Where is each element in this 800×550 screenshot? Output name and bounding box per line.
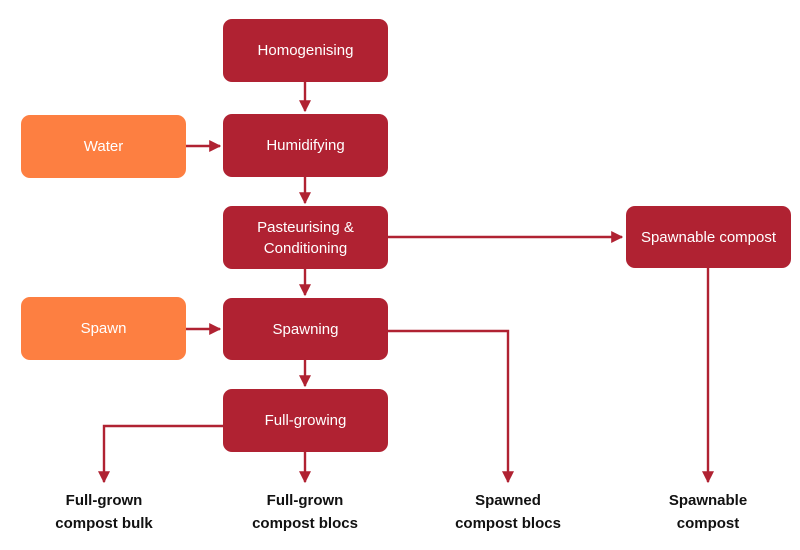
output-blocs-line1: Full-grown	[266, 492, 344, 509]
input-water: Water	[21, 115, 186, 178]
arrow-full-growing-to-bulk	[98, 424, 223, 484]
input-spawn: Spawn	[21, 297, 186, 360]
output-blocs-line2: compost blocs	[252, 515, 358, 532]
output-spawned-line1: Spawned	[475, 492, 541, 509]
output-bulk-line2: compost bulk	[55, 515, 153, 532]
step-spawning-label: Spawning	[272, 320, 339, 338]
step-humidifying-label: Humidifying	[266, 137, 345, 154]
step-pasteurising-label-line2: Conditioning	[263, 239, 348, 257]
step-spawning: Spawning	[223, 298, 388, 360]
output-full-grown-compost-bulk: Full-grown compost bulk	[24, 489, 184, 535]
output-spawned-line2: compost blocs	[455, 515, 561, 532]
output-spawnable-compost: Spawnable compost	[628, 489, 788, 535]
output-full-grown-compost-blocs: Full-grown compost blocs	[225, 489, 385, 535]
step-homogenising: Homogenising	[223, 19, 388, 82]
step-spawnable-compost-label: Spawnable compost	[640, 228, 777, 246]
step-full-growing: Full-growing	[223, 389, 388, 452]
output-spawned-compost-blocs: Spawned compost blocs	[428, 489, 588, 535]
step-homogenising-label: Homogenising	[257, 42, 354, 59]
input-water-label: Water	[83, 138, 124, 155]
step-pasteurising-conditioning: Pasteurising & Conditioning	[223, 206, 388, 269]
step-pasteurising-label-line1: Pasteurising &	[257, 218, 354, 236]
step-full-growing-label: Full-growing	[264, 412, 347, 429]
output-bulk-line1: Full-grown	[65, 492, 143, 509]
step-humidifying: Humidifying	[223, 114, 388, 177]
step-spawnable-compost: Spawnable compost	[626, 206, 791, 268]
output-spawnable-line1: Spawnable	[668, 492, 748, 509]
arrow-spawning-to-spawned-blocs	[388, 329, 514, 484]
output-spawnable-line2: compost	[676, 515, 740, 532]
input-spawn-label: Spawn	[80, 320, 127, 337]
